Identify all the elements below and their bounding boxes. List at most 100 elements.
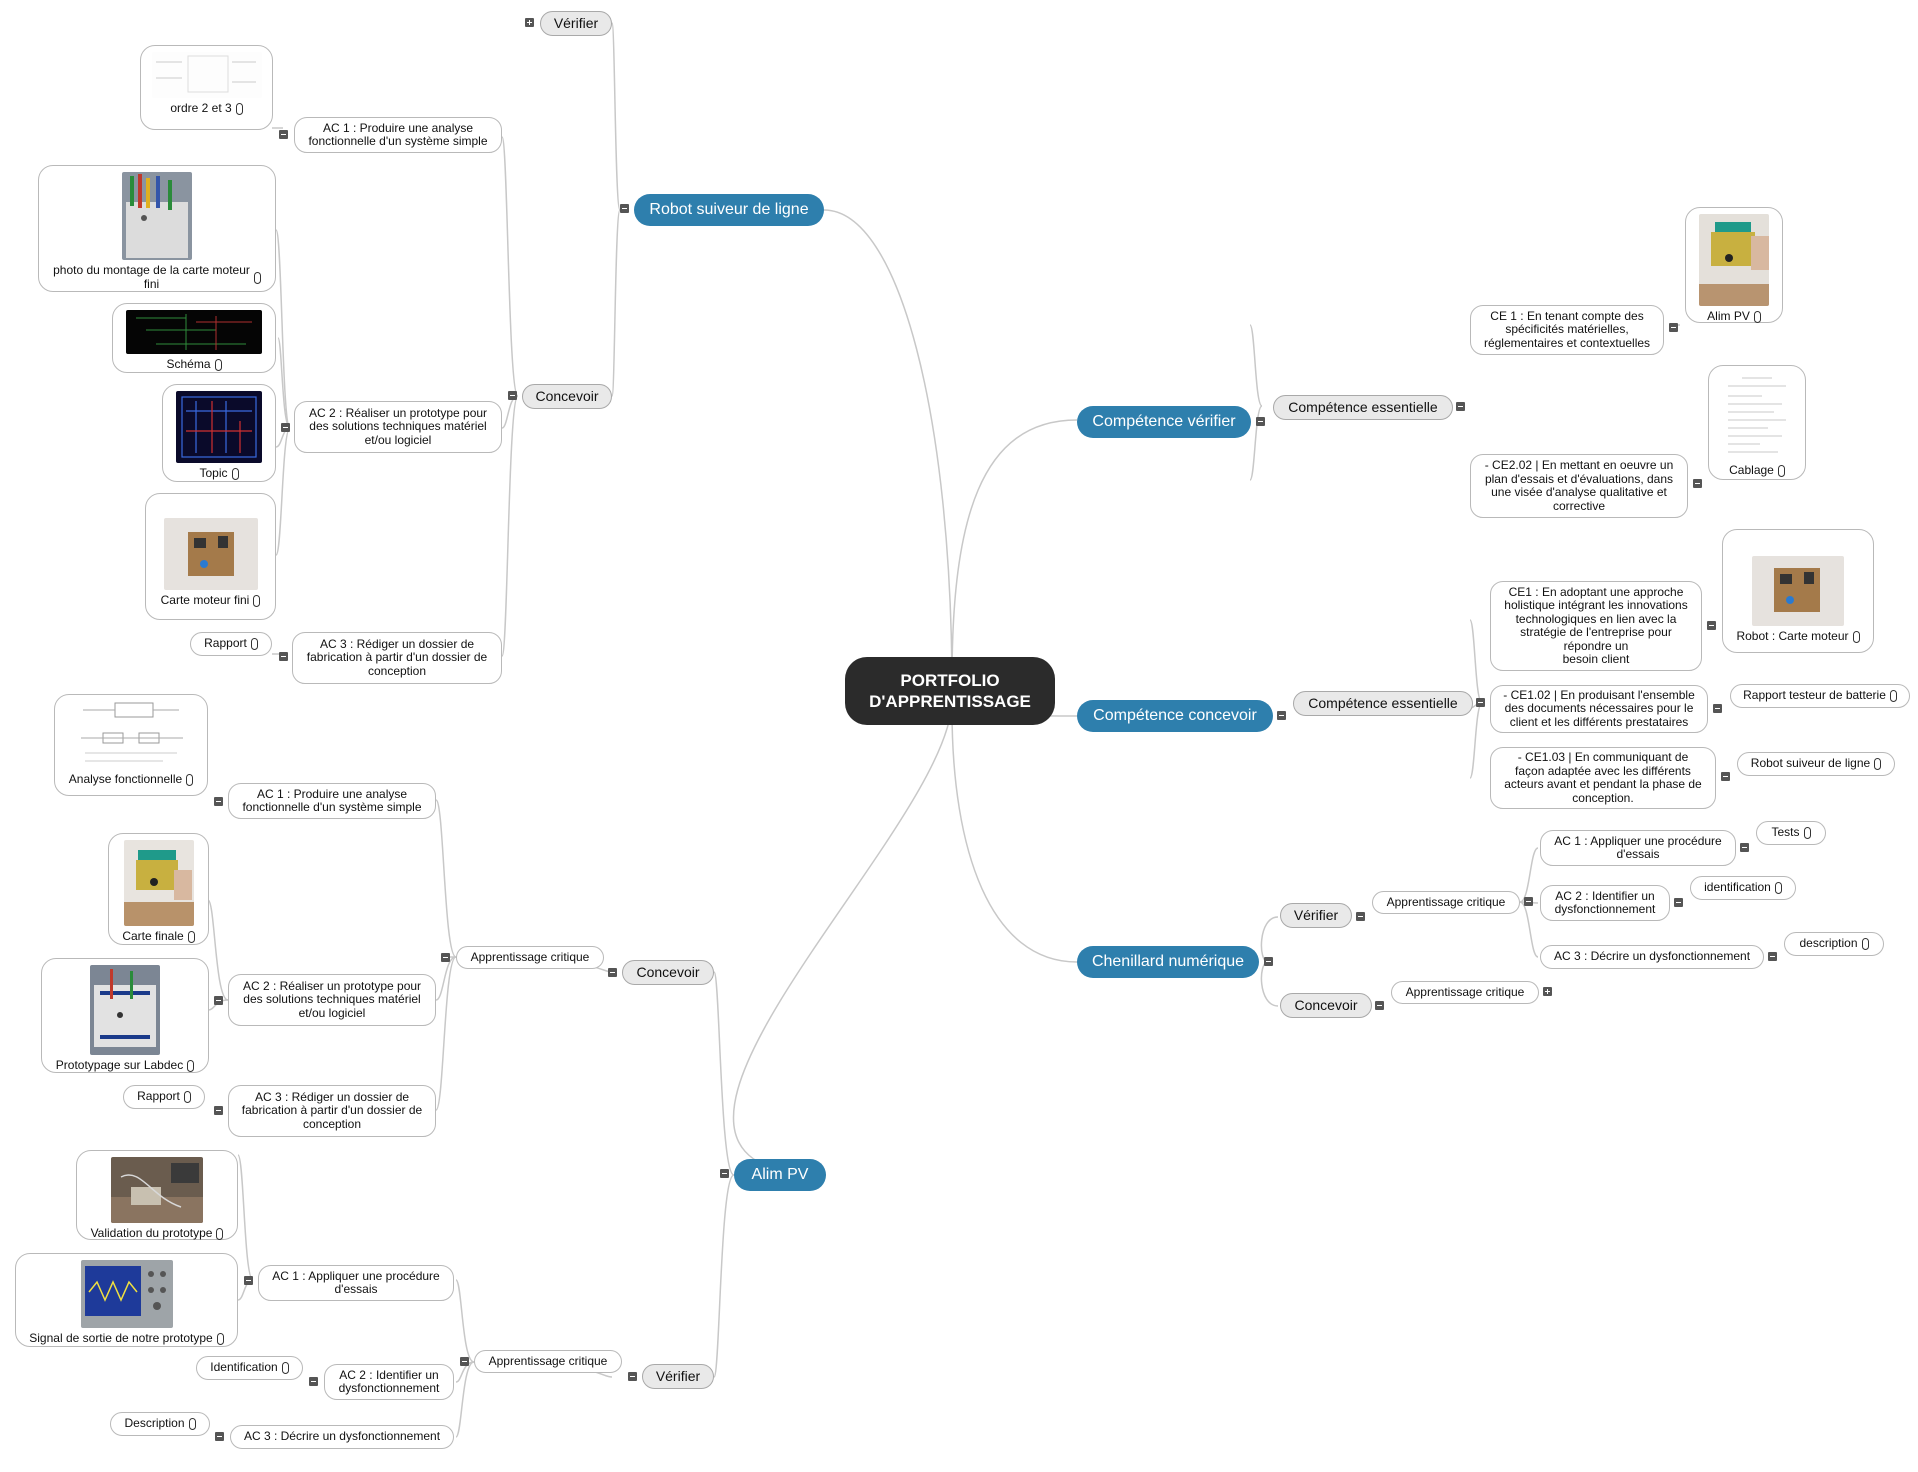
attachment-prototypage[interactable]: Prototypage sur Labdec [41,958,209,1073]
attachment-photo-montage[interactable]: photo du montage de la carte moteur fini [38,165,276,292]
collapse-toggle[interactable] [1707,621,1716,630]
apprentissage-node[interactable]: Apprentissage critique [456,946,604,969]
ac3-node[interactable]: AC 3 : Rédiger un dossier de fabrication… [292,632,502,684]
root-node[interactable]: PORTFOLIO D'APPRENTISSAGE [845,657,1055,725]
collapse-toggle[interactable] [279,130,288,139]
topic-alim-pv[interactable]: Alim PV [734,1159,826,1191]
apprentissage-label: Apprentissage critique [470,949,590,964]
attachment-cablage[interactable]: Cablage [1708,365,1806,480]
collapse-toggle[interactable] [1375,1001,1384,1010]
ac1-node[interactable]: AC 1 : Produire une analyse fonctionnell… [228,783,436,819]
attachment-rapport-testeur[interactable]: Rapport testeur de batterie [1730,684,1910,708]
ac3-node[interactable]: AC 3 : Rédiger un dossier de fabrication… [228,1085,436,1137]
subtopic-competence-essentielle[interactable]: Compétence essentielle [1273,395,1453,420]
attachment-identification[interactable]: identification [1690,876,1796,900]
apprentissage-node[interactable]: Apprentissage critique [1391,981,1539,1004]
collapse-toggle[interactable] [279,652,288,661]
collapse-toggle[interactable] [1356,912,1365,921]
collapse-toggle[interactable] [1476,698,1485,707]
collapse-toggle[interactable] [214,797,223,806]
ac2-node[interactable]: AC 2 : Réaliser un prototype pour des so… [294,401,502,453]
collapse-toggle[interactable] [1740,843,1749,852]
subtopic-competence-essentielle[interactable]: Compétence essentielle [1293,691,1473,716]
collapse-toggle[interactable] [1264,957,1273,966]
collapse-toggle[interactable] [460,1357,469,1366]
ce1-node[interactable]: CE1 : En adoptant une approche holistiqu… [1490,581,1702,671]
apprentissage-node[interactable]: Apprentissage critique [474,1350,622,1373]
ac2-node[interactable]: AC 2 : Identifier un dysfonctionnement [1540,885,1670,921]
collapse-toggle[interactable] [620,204,629,213]
attachment-caption: Rapport [204,637,258,651]
ac2-verifier-node[interactable]: AC 2 : Identifier un dysfonctionnement [324,1364,454,1400]
collapse-toggle[interactable] [1721,772,1730,781]
attachment-carte-finale[interactable]: Carte finale [108,833,209,945]
attachment-carte-moteur[interactable]: Carte moteur fini [145,493,276,620]
photo-thumbnail [163,518,258,590]
collapse-toggle[interactable] [309,1377,318,1386]
paperclip-icon [1803,827,1811,839]
collapse-toggle[interactable] [1768,952,1777,961]
subtopic-concevoir[interactable]: Concevoir [522,384,612,409]
subtopic-verifier[interactable]: Vérifier [642,1364,714,1389]
attachment-topic[interactable]: Topic [162,384,276,482]
ce-label: CE1 : En adoptant une approche holistiqu… [1504,584,1688,666]
collapse-toggle[interactable] [1277,711,1286,720]
attachment-robot-suiveur[interactable]: Robot suiveur de ligne [1737,752,1895,776]
collapse-toggle[interactable] [441,953,450,962]
attachment-schema[interactable]: Schéma [112,303,276,373]
link [951,419,1078,681]
collapse-toggle[interactable] [1713,704,1722,713]
collapse-toggle[interactable] [1674,898,1683,907]
collapse-toggle[interactable] [508,391,517,400]
attachment-description[interactable]: description [1784,932,1884,956]
attachment-signal[interactable]: Signal de sortie de notre prototype [15,1253,238,1347]
ac3-verifier-node[interactable]: AC 3 : Décrire un dysfonctionnement [230,1425,454,1449]
subtopic-concevoir[interactable]: Concevoir [622,960,714,985]
ce-label: - CE1.03 | En communiquant de façon adap… [1504,750,1702,805]
expand-toggle[interactable] [525,18,534,27]
attachment-ordre[interactable]: ordre 2 et 3 [140,45,273,130]
attachment-rapport[interactable]: Rapport [190,632,272,656]
collapse-toggle[interactable] [215,1432,224,1441]
attachment-analyse[interactable]: Analyse fonctionnelle [54,694,208,796]
ac1-verifier-node[interactable]: AC 1 : Appliquer une procédure d'essais [258,1265,454,1301]
attachment-validation[interactable]: Validation du prototype [76,1150,238,1240]
attachment-tests[interactable]: Tests [1756,821,1826,845]
ce1-node[interactable]: CE 1 : En tenant compte des spécificités… [1470,305,1664,355]
collapse-toggle[interactable] [1456,402,1465,411]
collapse-toggle[interactable] [608,968,617,977]
collapse-toggle[interactable] [214,996,223,1005]
attachment-caption: Alim PV [1707,309,1761,324]
topic-competence-concevoir[interactable]: Compétence concevoir [1077,700,1273,732]
topic-chenillard[interactable]: Chenillard numérique [1077,946,1259,978]
ce102-node[interactable]: - CE1.02 | En produisant l'ensemble des … [1490,685,1708,733]
collapse-toggle[interactable] [281,423,290,432]
attachment-identification[interactable]: Identification [196,1356,303,1380]
attachment-alim-pv[interactable]: Alim PV [1685,207,1783,323]
attachment-robot-carte-moteur[interactable]: Robot : Carte moteur [1722,529,1874,653]
subtopic-verifier[interactable]: Vérifier [540,11,612,36]
collapse-toggle[interactable] [1669,323,1678,332]
collapse-toggle[interactable] [1693,479,1702,488]
attachment-description[interactable]: Description [110,1412,210,1436]
expand-toggle[interactable] [1543,987,1552,996]
collapse-toggle[interactable] [720,1169,729,1178]
collapse-toggle[interactable] [1256,417,1265,426]
apprentissage-node[interactable]: Apprentissage critique [1372,891,1520,914]
ce103-node[interactable]: - CE1.03 | En communiquant de façon adap… [1490,747,1716,809]
subtopic-verifier[interactable]: Vérifier [1280,903,1352,928]
attachment-rapport[interactable]: Rapport [123,1085,205,1109]
ce202-node[interactable]: - CE2.02 | En mettant en oeuvre un plan … [1470,454,1688,518]
ac2-node[interactable]: AC 2 : Réaliser un prototype pour des so… [228,974,436,1026]
ac1-node[interactable]: AC 1 : Appliquer une procédure d'essais [1540,830,1736,866]
collapse-toggle[interactable] [628,1372,637,1381]
topic-competence-verifier[interactable]: Compétence vérifier [1077,406,1251,438]
collapse-toggle[interactable] [214,1106,223,1115]
ac3-node[interactable]: AC 3 : Décrire un dysfonctionnement [1540,945,1764,969]
ac1-node[interactable]: AC 1 : Produire une analyse fonctionnell… [294,117,502,153]
collapse-toggle[interactable] [244,1276,253,1285]
subtopic-concevoir[interactable]: Concevoir [1280,993,1372,1018]
topic-robot-suiveur[interactable]: Robot suiveur de ligne [634,194,824,226]
link [713,971,735,1176]
collapse-toggle[interactable] [1524,897,1533,906]
